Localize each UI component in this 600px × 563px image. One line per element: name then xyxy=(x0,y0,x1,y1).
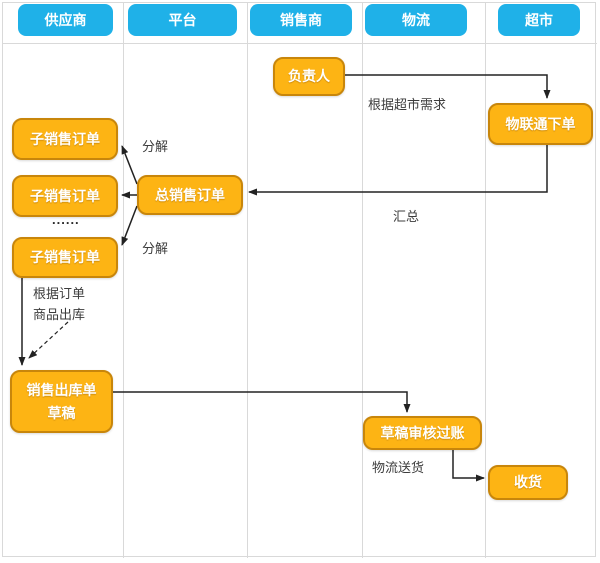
node-label: 物联通下单 xyxy=(505,115,576,132)
lane-header-supermarket: 超市 xyxy=(498,4,580,36)
node-label: 子销售订单 xyxy=(30,187,100,204)
node-label: 草稿审核过账 xyxy=(380,424,465,441)
label-split-bottom: 分解 xyxy=(142,241,169,256)
lane-header-label: 销售商 xyxy=(280,12,322,28)
label-summarize: 汇总 xyxy=(393,209,420,224)
node-sub-sales-order-3: 子销售订单 xyxy=(12,237,118,278)
lane-header-label: 供应商 xyxy=(44,12,87,28)
lane-divider xyxy=(123,2,124,558)
lane-divider xyxy=(362,2,363,558)
lane-header-label: 超市 xyxy=(525,12,553,28)
lane-divider xyxy=(247,2,248,558)
node-draft-review-posting: 草稿审核过账 xyxy=(363,416,482,450)
node-label: 子销售订单 xyxy=(30,130,100,147)
label-split-top: 分解 xyxy=(142,139,169,154)
lane-header-platform: 平台 xyxy=(128,4,237,36)
lane-header-seller: 销售商 xyxy=(250,4,352,36)
node-wuliantong-place-order: 物联通下单 xyxy=(488,103,593,145)
node-sales-outbound-draft: 销售出库单 草稿 xyxy=(10,370,113,433)
lane-header-label: 平台 xyxy=(168,12,197,28)
node-sub-sales-order-2: 子销售订单 xyxy=(12,175,118,217)
lane-header-logistics: 物流 xyxy=(365,4,467,36)
header-row-divider xyxy=(2,43,597,44)
lane-header-label: 物流 xyxy=(402,12,430,28)
node-label: 总销售订单 xyxy=(155,186,225,203)
node-label: 负责人 xyxy=(288,68,330,85)
node-label-line2: 草稿 xyxy=(47,404,76,421)
node-person-in-charge: 负责人 xyxy=(273,57,345,96)
node-label: 子销售订单 xyxy=(30,249,100,266)
label-goods-outbound: 商品出库 xyxy=(33,307,86,322)
node-total-sales-order: 总销售订单 xyxy=(137,175,243,215)
label-per-order: 根据订单 xyxy=(33,286,86,301)
node-label-line1: 销售出库单 xyxy=(26,382,97,399)
lane-divider xyxy=(485,2,486,558)
node-sub-sales-order-1: 子销售订单 xyxy=(12,118,118,160)
lane-header-supplier: 供应商 xyxy=(18,4,113,36)
label-logistics-delivery: 物流送货 xyxy=(372,460,425,475)
node-receive-goods: 收货 xyxy=(488,465,568,500)
node-label: 收货 xyxy=(514,474,542,491)
diagram-border xyxy=(2,2,596,557)
label-ellipsis: ...... xyxy=(52,212,80,227)
label-by-supermarket-demand: 根据超市需求 xyxy=(368,97,447,112)
